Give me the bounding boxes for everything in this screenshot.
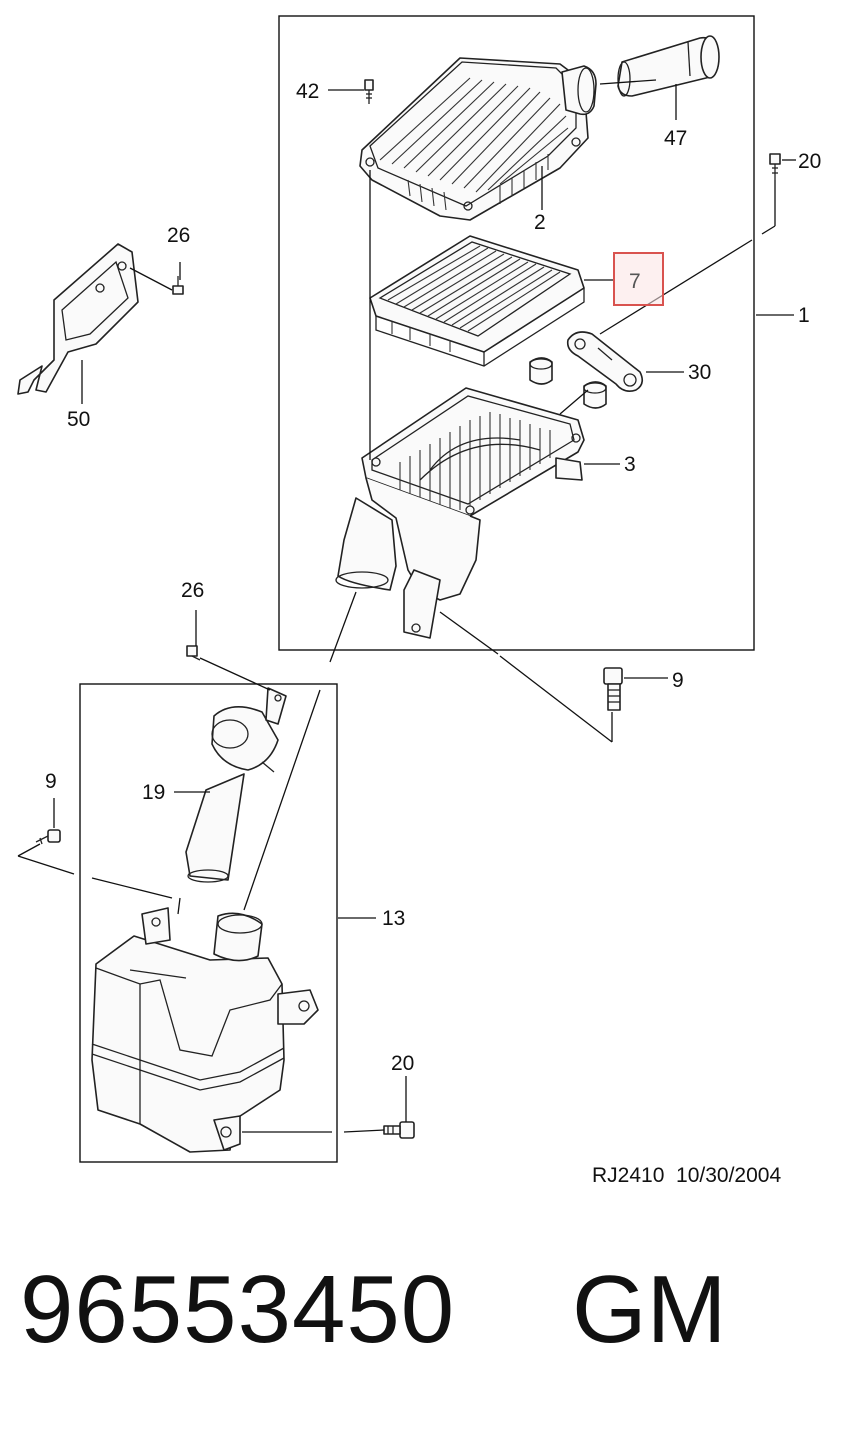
callout-20-top: 20 [798,150,821,173]
air-cleaner-cover-part [359,57,597,221]
drawing-code: RJ2410 10/30/2004 [592,1164,781,1187]
screw-42-part [364,79,374,104]
air-cleaner-housing-part [335,387,585,639]
callout-13: 13 [382,907,405,930]
leader-lines [17,79,796,1133]
resonator-hose-19-part [185,687,287,883]
bracket-30-part [566,331,644,392]
callout-19: 19 [142,781,165,804]
highlight-box-part-7 [613,252,664,306]
grommet-30-part [529,357,607,409]
bolt-9-right-part [603,667,623,711]
callout-20-bottom: 20 [391,1052,414,1075]
callout-1: 1 [798,304,810,327]
callout-26-mid: 26 [181,579,204,602]
air-filter-element-part [369,235,585,367]
callout-9-right: 9 [672,669,684,692]
screw-26-mid-part [186,645,201,661]
bolt-20-bottom-part [383,1121,415,1139]
callout-42: 42 [296,80,319,103]
heat-shield-50-part [17,243,139,395]
bolt-20-top-part [769,153,781,180]
intake-duct-part [617,35,720,97]
screw-26-top-part [172,276,184,295]
assembly-box-air-cleaner [278,15,755,651]
bolt-9-left-part [35,829,61,845]
callout-9-left: 9 [45,770,57,793]
part-number: 96553450 [20,1256,456,1363]
callout-3: 3 [624,453,636,476]
callout-26-top: 26 [167,224,190,247]
callout-30: 30 [688,361,711,384]
callout-2: 2 [534,211,546,234]
callout-47: 47 [664,127,687,150]
callout-7: 7 [629,270,641,293]
assembly-box-resonator [79,683,338,1163]
brand-name: GM [572,1256,727,1363]
callout-50: 50 [67,408,90,431]
resonator-tank-13-part [91,907,319,1153]
